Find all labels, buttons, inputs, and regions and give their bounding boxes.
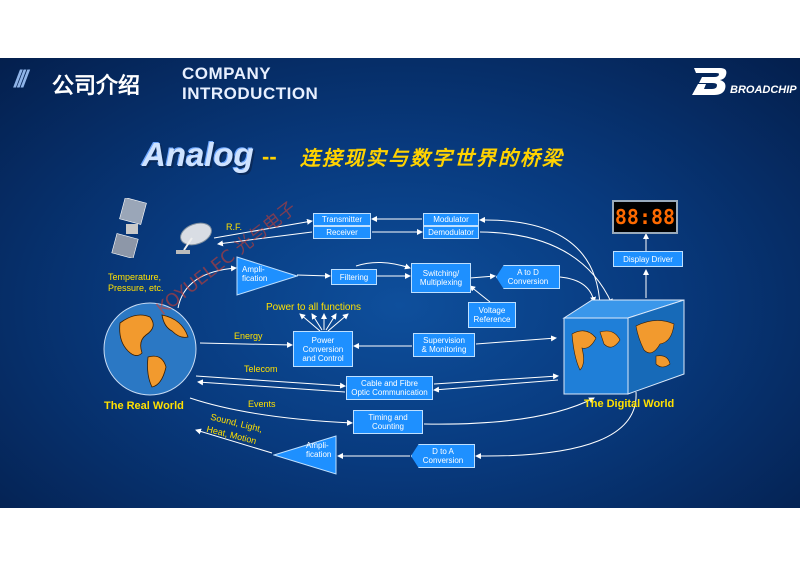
block-switching: Switching/ Multiplexing xyxy=(411,263,471,293)
label-rf: R.F. xyxy=(226,222,243,232)
header-title-en-line2: INTRODUCTION xyxy=(182,84,319,103)
digital-clock-display: 88:88 xyxy=(612,200,678,234)
vref-line1: Voltage xyxy=(478,306,506,315)
block-cable-fibre: Cable and Fibre Optic Communication xyxy=(346,376,433,400)
super-line2: & Monitoring xyxy=(421,345,467,354)
block-amplification-input: Ampli- fication xyxy=(242,265,267,283)
block-supervision: Supervision & Monitoring xyxy=(413,333,475,357)
switching-line1: Switching/ xyxy=(422,269,460,278)
header-title-en-line1: COMPANY xyxy=(182,64,272,83)
amplifier-output-triangle xyxy=(272,435,337,480)
block-power-conversion: Power Conversion and Control xyxy=(293,331,353,367)
slide-canvas: /// 公司介绍 COMPANY INTRODUCTION BROADCHIP … xyxy=(0,58,800,508)
amp-out-line2: fication xyxy=(306,450,332,459)
amplifier-input-triangle xyxy=(236,256,299,301)
label-temperature: Temperature, xyxy=(108,272,162,282)
dtoa-line2: Conversion xyxy=(422,456,464,465)
connector-arrows xyxy=(177,216,649,460)
timing-line2: Counting xyxy=(371,422,405,431)
digital-world-cube-icon xyxy=(556,298,692,403)
power-line1: Power xyxy=(311,335,335,345)
label-real-world: The Real World xyxy=(104,400,184,412)
real-world-globe-icon xyxy=(102,301,198,402)
label-pressure: Pressure, etc. xyxy=(108,283,164,293)
label-digital-world: The Digital World xyxy=(584,398,675,410)
switching-line2: Multiplexing xyxy=(419,278,463,287)
block-display-driver: Display Driver xyxy=(613,251,683,267)
header-slashes: /// xyxy=(14,66,28,93)
atod-line2: Conversion xyxy=(507,277,549,286)
brand-name: BROADCHIP xyxy=(730,84,797,96)
super-line1: Supervision xyxy=(423,336,465,345)
brand-logo-icon xyxy=(690,64,730,98)
block-a-to-d: A to D Conversion xyxy=(496,265,560,289)
block-d-to-a: D to A Conversion xyxy=(411,444,475,468)
vref-line2: Reference xyxy=(473,315,511,324)
block-modulator: Modulator xyxy=(423,213,479,226)
block-voltage-reference: Voltage Reference xyxy=(468,302,516,328)
headline-analog: Analog xyxy=(142,136,254,173)
header-title-cn: 公司介绍 xyxy=(52,74,141,99)
header-title-en: COMPANY INTRODUCTION xyxy=(182,64,318,104)
satellite-icon xyxy=(108,197,158,263)
block-amplification-output: Ampli- fication xyxy=(306,441,331,459)
amp-out-line1: Ampli- xyxy=(306,441,329,450)
amp-in-line1: Ampli- xyxy=(242,265,265,274)
headline-subtitle: 连接现实与数字世界的桥梁 xyxy=(300,146,564,170)
label-energy: Energy xyxy=(234,331,263,341)
cable-line1: Cable and Fibre xyxy=(361,379,418,388)
label-power-all: Power to all functions xyxy=(266,302,362,313)
block-filtering: Filtering xyxy=(331,269,377,285)
block-demodulator: Demodulator xyxy=(423,226,479,239)
headline-dash: -- xyxy=(262,144,277,169)
label-events: Events xyxy=(248,399,276,409)
amp-in-line2: fication xyxy=(242,274,268,283)
satellite-dish-icon xyxy=(170,220,214,261)
block-timing-counting: Timing and Counting xyxy=(353,410,423,434)
label-telecom: Telecom xyxy=(244,364,278,374)
block-receiver: Receiver xyxy=(313,226,371,239)
cable-line2: Optic Communication xyxy=(351,388,428,397)
power-line3: and Control xyxy=(302,353,344,363)
timing-line1: Timing and xyxy=(368,413,408,422)
power-line2: Conversion xyxy=(302,344,344,354)
atod-line1: A to D xyxy=(517,268,539,277)
block-transmitter: Transmitter xyxy=(313,213,371,226)
dtoa-line1: D to A xyxy=(432,447,454,456)
